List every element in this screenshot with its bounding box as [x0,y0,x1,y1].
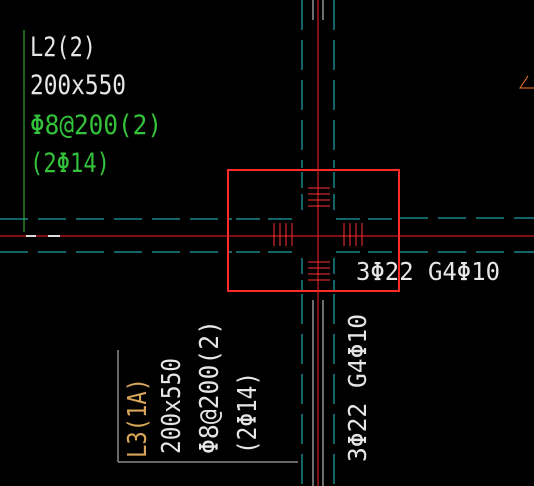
vertical-rebar-lines [312,0,324,486]
l3-section: 200x550 [157,358,187,454]
vertical-beam-edges [301,0,335,486]
l2-top-bars: (2Φ14) [30,148,110,179]
l3-stirrups: Φ8@200(2) [195,320,225,454]
l2-section: 200x550 [30,70,126,101]
l3-name: L3(1A) [123,378,153,458]
vertical-rebar-label[interactable]: 3Φ22 G4Φ10 [343,314,372,462]
l2-name: L2(2) [30,32,96,63]
l3-annotation[interactable]: L3(1A) 200x550 Φ8@200(2) (2Φ14) [123,320,263,458]
junction-ticks [273,187,363,281]
l2-annotation[interactable]: L2(2) 200x550 Φ8@200(2) (2Φ14) [30,32,162,179]
selection-box[interactable] [227,169,400,292]
horizontal-beam-edges [0,217,534,253]
horizontal-rebar-label[interactable]: 3Φ22 G4Φ10 [356,257,500,286]
l2-stirrups: Φ8@200(2) [30,110,162,141]
l3-top-bars: (2Φ14) [233,372,263,454]
corner-marker-icon [519,75,534,89]
